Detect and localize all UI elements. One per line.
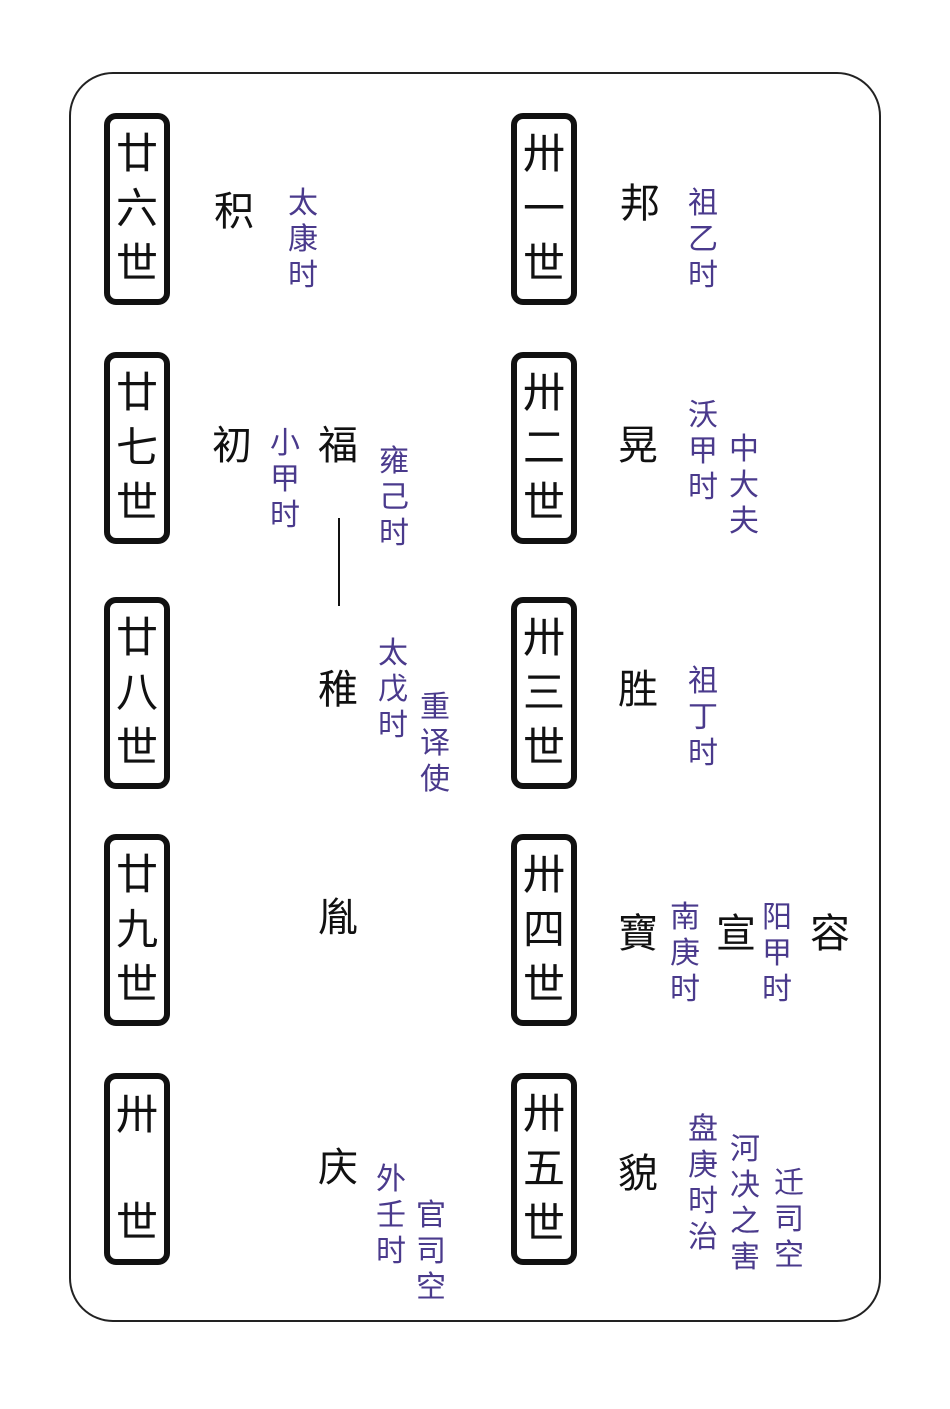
lineage-connector: [338, 518, 340, 606]
person-name-mao: 貌: [618, 1151, 658, 1197]
note-xuan-1: 阳甲时: [762, 900, 792, 1007]
person-name-yin: 胤: [318, 895, 358, 941]
note-zhi-2: 重译使: [420, 690, 450, 797]
note-ji-1: 太康时: [288, 186, 318, 293]
generation-box-28: 廿 八 世: [104, 597, 170, 789]
genealogy-frame: [69, 72, 881, 1322]
note-zhi-1: 太戊时: [378, 636, 408, 743]
note-qing-1: 外壬时: [376, 1162, 406, 1269]
person-name-ji: 积: [214, 189, 254, 235]
generation-box-29: 廿 九 世: [104, 834, 170, 1026]
person-name-huang: 晃: [618, 423, 658, 469]
person-name-xuan: 宣: [716, 911, 756, 957]
note-mao-1: 盘庚时治: [688, 1112, 718, 1255]
note-chu-1: 小甲时: [270, 426, 300, 533]
person-name-bang: 邦: [620, 181, 660, 227]
generation-box-26: 廿 六 世: [104, 113, 170, 305]
note-bao-1: 南庚时: [670, 900, 700, 1007]
person-name-fu: 福: [318, 423, 358, 469]
person-name-rong: 容: [810, 911, 850, 957]
person-name-qing: 庆: [318, 1145, 358, 1191]
generation-box-30: 卅 世: [104, 1073, 170, 1265]
note-fu-1: 雍己时: [379, 444, 409, 551]
person-name-chu: 初: [212, 423, 252, 469]
note-qing-2: 官司空: [416, 1198, 446, 1305]
note-mao-3: 迁司空: [774, 1166, 804, 1273]
note-mao-2: 河决之害: [730, 1132, 760, 1275]
generation-box-31: 卅 一 世: [511, 113, 577, 305]
generation-box-27: 廿 七 世: [104, 352, 170, 544]
note-huang-2: 中大夫: [729, 432, 759, 539]
note-huang-1: 沃甲时: [688, 398, 718, 505]
generation-box-34: 卅 四 世: [511, 834, 577, 1026]
generation-box-32: 卅 二 世: [511, 352, 577, 544]
generation-box-35: 卅 五 世: [511, 1073, 577, 1265]
note-bang-1: 祖乙时: [688, 186, 718, 293]
person-name-bao: 寶: [618, 911, 658, 957]
person-name-sheng: 胜: [618, 667, 658, 713]
generation-box-33: 卅 三 世: [511, 597, 577, 789]
person-name-zhi: 稚: [318, 667, 358, 713]
note-sheng-1: 祖丁时: [688, 664, 718, 771]
